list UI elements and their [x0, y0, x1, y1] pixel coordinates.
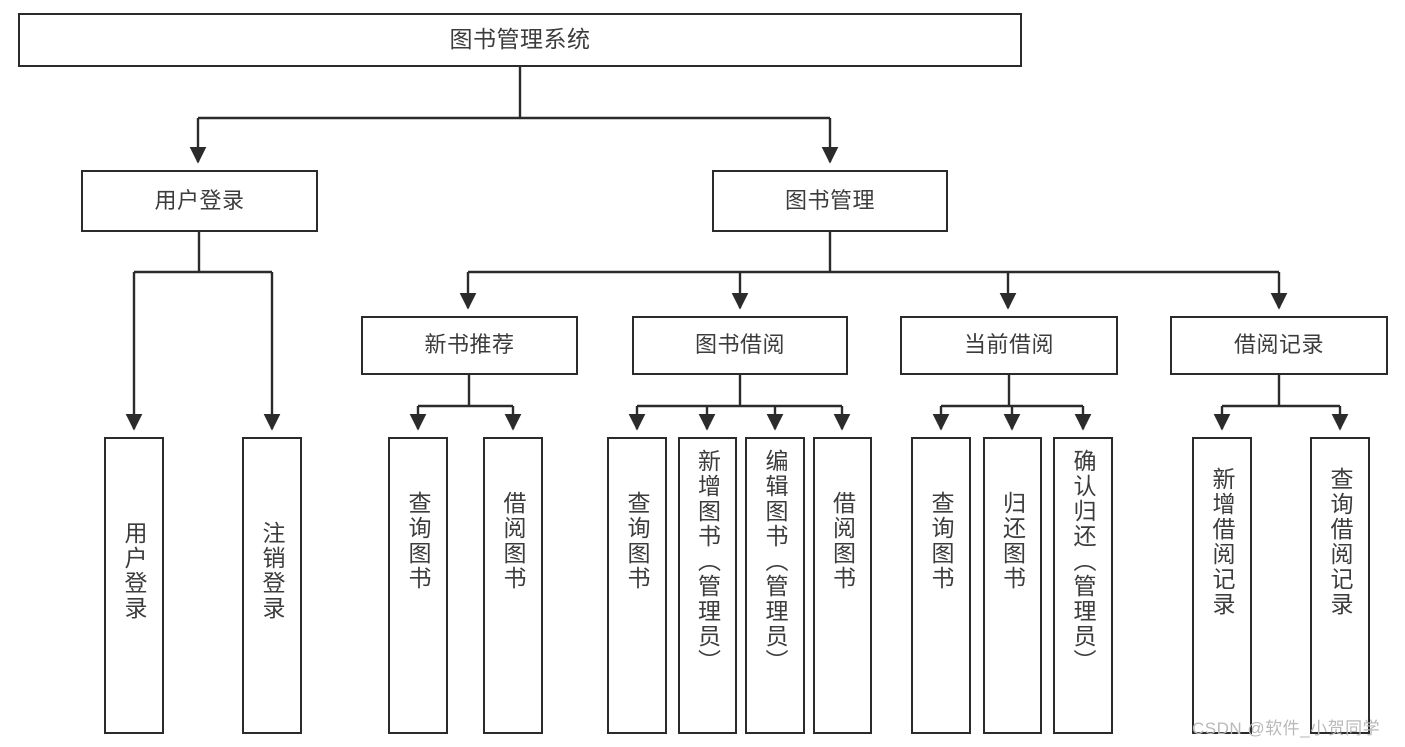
node-leaf-query-book-3-label: 查询图书 — [928, 491, 955, 591]
node-current-borrow-label: 当前借阅 — [963, 332, 1054, 358]
node-leaf-add-book[interactable]: 新增图书（管理员） — [678, 437, 737, 734]
node-leaf-logout[interactable]: 注销登录 — [242, 437, 302, 734]
node-root-label: 图书管理系统 — [449, 26, 591, 53]
node-borrow-record[interactable]: 借阅记录 — [1170, 316, 1388, 375]
node-leaf-return-book[interactable]: 归还图书 — [983, 437, 1042, 734]
node-new-book-rec-label: 新书推荐 — [424, 332, 515, 358]
node-leaf-add-book-label: 新增图书（管理员） — [694, 449, 721, 674]
node-book-manage[interactable]: 图书管理 — [712, 170, 948, 232]
node-leaf-return-book-label: 归还图书 — [999, 491, 1026, 591]
node-leaf-logout-label: 注销登录 — [259, 521, 286, 621]
node-leaf-user-login[interactable]: 用户登录 — [104, 437, 164, 734]
node-leaf-query-record-label: 查询借阅记录 — [1327, 467, 1354, 617]
node-leaf-query-record[interactable]: 查询借阅记录 — [1310, 437, 1370, 734]
node-book-borrow-label: 图书借阅 — [694, 332, 785, 358]
node-leaf-user-login-label: 用户登录 — [121, 521, 148, 621]
node-leaf-query-book-1-label: 查询图书 — [405, 491, 432, 591]
node-new-book-rec[interactable]: 新书推荐 — [361, 316, 578, 375]
node-book-borrow[interactable]: 图书借阅 — [632, 316, 848, 375]
node-borrow-record-label: 借阅记录 — [1233, 332, 1324, 358]
node-leaf-query-book-2[interactable]: 查询图书 — [607, 437, 667, 734]
node-current-borrow[interactable]: 当前借阅 — [900, 316, 1118, 375]
node-user-login-label: 用户登录 — [154, 187, 245, 213]
node-leaf-borrow-book-1[interactable]: 借阅图书 — [483, 437, 543, 734]
node-user-login[interactable]: 用户登录 — [81, 170, 318, 232]
node-leaf-borrow-book-2-label: 借阅图书 — [829, 491, 856, 591]
node-book-manage-label: 图书管理 — [784, 187, 875, 213]
node-leaf-edit-book-label: 编辑图书（管理员） — [762, 449, 789, 674]
node-leaf-query-book-1[interactable]: 查询图书 — [388, 437, 448, 734]
node-leaf-edit-book[interactable]: 编辑图书（管理员） — [745, 437, 805, 734]
node-leaf-add-record[interactable]: 新增借阅记录 — [1192, 437, 1252, 734]
node-leaf-add-record-label: 新增借阅记录 — [1209, 467, 1236, 617]
node-leaf-borrow-book-1-label: 借阅图书 — [500, 491, 527, 591]
node-leaf-query-book-3[interactable]: 查询图书 — [911, 437, 971, 734]
node-root[interactable]: 图书管理系统 — [18, 13, 1022, 67]
node-leaf-confirm-return[interactable]: 确认归还（管理员） — [1053, 437, 1113, 734]
node-leaf-confirm-return-label: 确认归还（管理员） — [1070, 449, 1097, 674]
watermark: CSDN @软件_小贺同学 — [1192, 719, 1381, 738]
node-leaf-query-book-2-label: 查询图书 — [624, 491, 651, 591]
node-leaf-borrow-book-2[interactable]: 借阅图书 — [813, 437, 872, 734]
